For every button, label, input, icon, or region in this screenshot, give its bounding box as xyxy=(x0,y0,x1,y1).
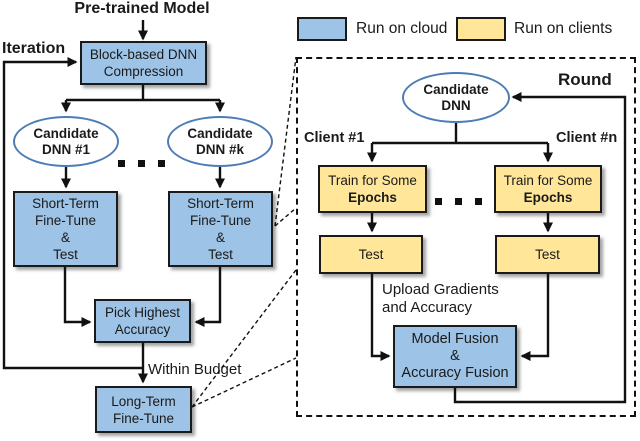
short-term-k-line4: Test xyxy=(208,247,233,262)
callout-longterm-top xyxy=(191,269,297,408)
long-term-line2: Fine-Tune xyxy=(112,410,175,426)
dot xyxy=(475,198,482,205)
train-n-line1: Train for Some xyxy=(503,173,593,188)
within-budget-label: Within Budget xyxy=(148,361,242,378)
candidate-dnn-1-line2: DNN #1 xyxy=(41,141,90,157)
dot xyxy=(138,160,145,167)
test-n-label: Test xyxy=(535,247,560,262)
short-term-finetune-1-box: Short-Term Fine-Tune & Test xyxy=(13,191,118,267)
fusion-line3: Accuracy Fusion xyxy=(401,365,509,381)
callout-shortterm-top xyxy=(274,56,297,227)
callout-shortterm-bottom xyxy=(274,207,297,227)
upload-gradients-label: Upload Gradients and Accuracy xyxy=(382,281,499,317)
block-compression-line1: Block-based DNN xyxy=(89,47,198,62)
candidate-dnn-1-line1: Candidate xyxy=(33,125,99,141)
long-term-line1: Long-Term xyxy=(111,393,176,409)
legend-label-cloud: Run on cloud xyxy=(356,20,448,37)
pick-line1: Pick Highest xyxy=(104,305,181,320)
legend-label-clients: Run on clients xyxy=(514,20,613,37)
block-compression-box: Block-based DNN Compression xyxy=(80,41,207,85)
train-1-line2: Epochs xyxy=(348,190,397,205)
model-fusion-box: Model Fusion & Accuracy Fusion xyxy=(393,325,517,388)
dot xyxy=(435,198,442,205)
fusion-line2: & xyxy=(450,348,460,364)
legend-swatch-clients xyxy=(456,17,506,41)
short-term-k-line2: Fine-Tune xyxy=(189,213,252,228)
block-compression-line2: Compression xyxy=(103,64,184,79)
short-term-k-line3: & xyxy=(215,230,225,245)
legend-swatch-cloud xyxy=(297,17,347,41)
dot xyxy=(455,198,462,205)
train-n-line2: Epochs xyxy=(523,190,573,205)
client-n-label: Client #n xyxy=(556,130,618,146)
long-term-finetune-box: Long-Term Fine-Tune xyxy=(95,386,192,433)
short-term-1-line3: & xyxy=(60,230,70,245)
candidate-dnn-1-ellipse: Candidate DNN #1 xyxy=(13,116,119,167)
candidate-dnn-k-line1: Candidate xyxy=(187,125,253,141)
ellipsis-dots-left xyxy=(118,160,165,167)
fusion-line1: Model Fusion xyxy=(411,331,499,347)
short-term-finetune-k-box: Short-Term Fine-Tune & Test xyxy=(168,191,273,267)
candidate-dnn-line1: Candidate xyxy=(423,81,489,97)
short-term-1-line4: Test xyxy=(53,247,78,262)
train-epochs-n-box: Train for Some Epochs xyxy=(494,165,602,213)
test-1-label: Test xyxy=(358,247,384,262)
dot xyxy=(118,160,125,167)
round-label: Round xyxy=(558,70,612,89)
pick-highest-accuracy-box: Pick Highest Accuracy xyxy=(94,299,191,343)
ellipsis-dots-right xyxy=(435,198,482,205)
train-1-line1: Train for Some xyxy=(328,173,417,188)
test-n-box: Test xyxy=(495,235,600,274)
pretrained-model-label: Pre-trained Model xyxy=(74,0,210,17)
candidate-dnn-k-ellipse: Candidate DNN #k xyxy=(167,116,273,167)
candidate-dnn-ellipse: Candidate DNN xyxy=(402,72,510,123)
upload-line1: Upload Gradients xyxy=(382,281,499,298)
test-1-box: Test xyxy=(319,235,423,274)
wire-shortterm1-to-pick xyxy=(63,267,92,327)
iteration-label: Iteration xyxy=(2,40,66,57)
dot xyxy=(158,160,165,167)
client-1-label: Client #1 xyxy=(304,130,365,146)
candidate-dnn-line2: DNN xyxy=(441,97,471,113)
short-term-k-line1: Short-Term xyxy=(187,196,254,211)
train-epochs-1-box: Train for Some Epochs xyxy=(318,165,427,213)
short-term-1-line2: Fine-Tune xyxy=(34,213,97,228)
client-detail-panel-outline xyxy=(296,57,636,417)
pick-line2: Accuracy xyxy=(114,322,171,337)
short-term-1-line1: Short-Term xyxy=(32,196,99,211)
upload-line2: and Accuracy xyxy=(382,299,473,316)
candidate-dnn-k-line2: DNN #k xyxy=(195,141,244,157)
wire-shorttermk-to-pick xyxy=(194,267,222,327)
